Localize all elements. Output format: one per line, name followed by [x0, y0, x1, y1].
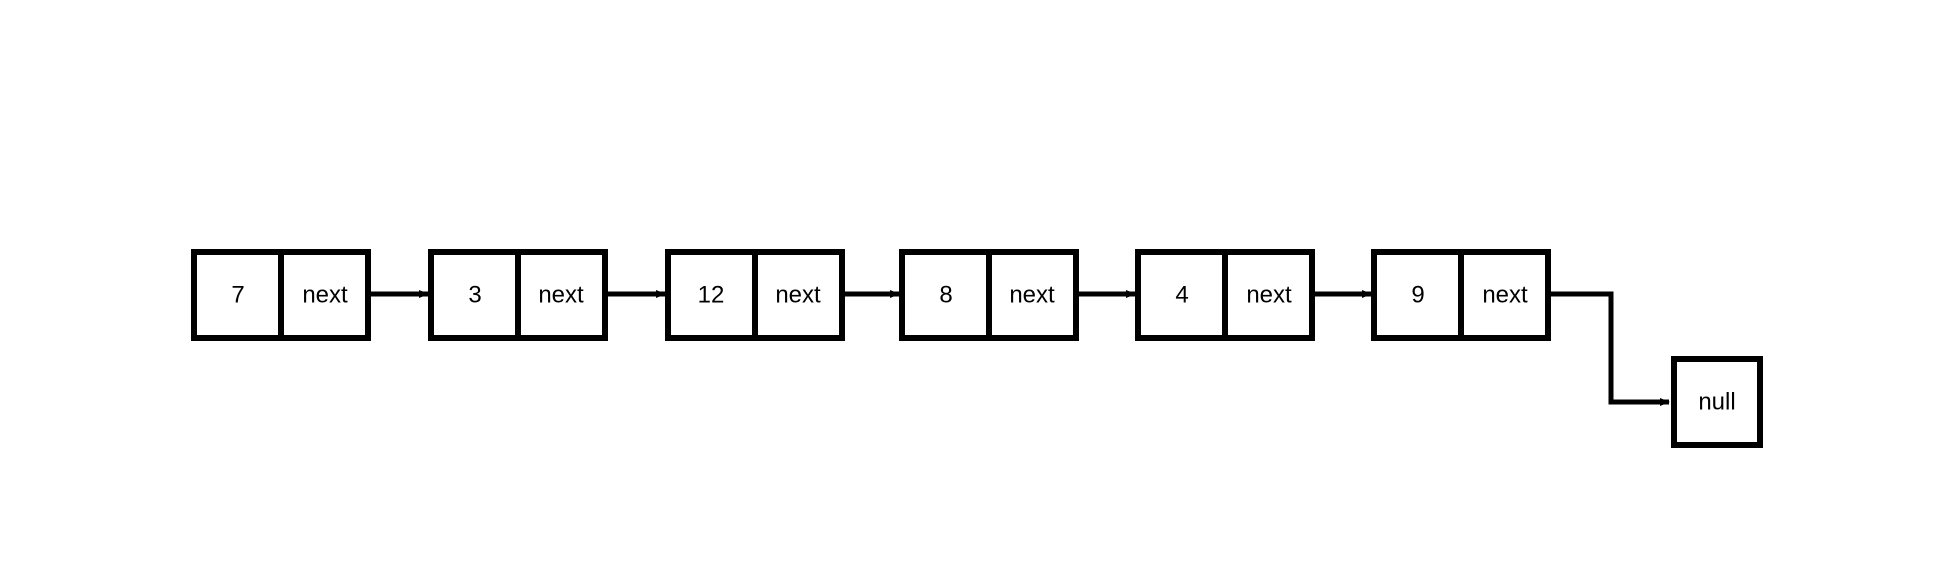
null-box: [1671, 356, 1763, 448]
node-value: 3: [468, 281, 481, 308]
list-node: 8 next: [899, 249, 1079, 341]
list-node: 12 next: [665, 249, 845, 341]
list-node: 9 next: [1371, 249, 1551, 341]
node-next-label: next: [775, 281, 821, 308]
node-next-label: next: [1246, 281, 1292, 308]
node-next-label: next: [1482, 281, 1528, 308]
null-node: null: [1671, 356, 1763, 448]
list-node: 7 next: [191, 249, 371, 341]
node-value: 12: [698, 281, 725, 308]
node-next-label: next: [538, 281, 584, 308]
node-value: 7: [231, 281, 244, 308]
list-node: 3 next: [428, 249, 608, 341]
list-node: 4 next: [1135, 249, 1315, 341]
node-value: 9: [1411, 281, 1424, 308]
null-label: null: [1698, 388, 1735, 415]
node-next-label: next: [302, 281, 348, 308]
node-next-label: next: [1009, 281, 1055, 308]
node-value: 8: [939, 281, 952, 308]
next-arrow-to-null: [1548, 291, 1670, 406]
node-value: 4: [1175, 281, 1188, 308]
